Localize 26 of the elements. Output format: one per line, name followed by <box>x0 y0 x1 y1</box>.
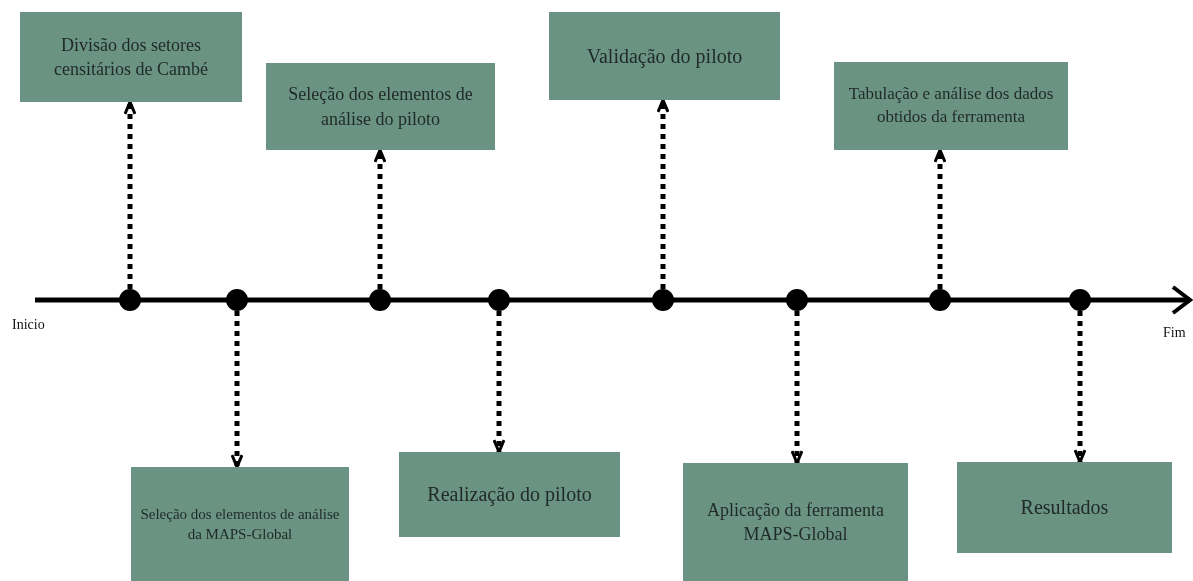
dotted-arrow <box>492 311 506 454</box>
timeline-dot <box>369 289 391 311</box>
timeline-dot <box>226 289 248 311</box>
timeline-dot <box>119 289 141 311</box>
dotted-arrow <box>123 100 137 289</box>
dotted-arrow <box>230 311 244 469</box>
step-box: Realização do piloto <box>399 452 620 537</box>
timeline-dot <box>488 289 510 311</box>
timeline-dot <box>786 289 808 311</box>
dotted-arrow <box>790 311 804 465</box>
step-box: Divisão dos setores censitários de Cambé <box>20 12 242 102</box>
dotted-arrow <box>1073 311 1087 464</box>
dotted-arrow <box>373 148 387 289</box>
timeline-dot <box>1069 289 1091 311</box>
step-box: Seleção dos elementos de análise da MAPS-Global <box>131 467 349 581</box>
timeline-dot <box>652 289 674 311</box>
timeline-end-label: Fim <box>1163 325 1186 341</box>
step-box: Seleção dos elementos de análise do piloto <box>266 63 495 150</box>
dotted-arrow <box>933 148 947 289</box>
dotted-arrow <box>656 98 670 289</box>
step-box: Validação do piloto <box>549 12 780 100</box>
timeline-dot <box>929 289 951 311</box>
timeline-end-label: Inicio <box>12 317 45 333</box>
step-box: Aplicação da ferramenta MAPS-Global <box>683 463 908 581</box>
step-box: Tabulação e análise dos dados obtidos da ferramenta <box>834 62 1068 150</box>
step-box: Resultados <box>957 462 1172 553</box>
